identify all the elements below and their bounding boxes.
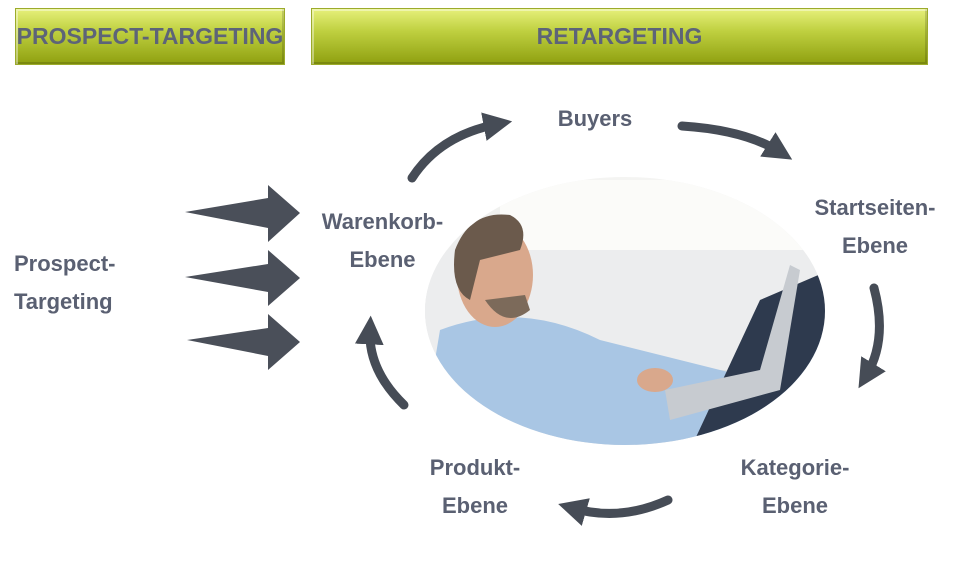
label-line: Prospect- <box>14 251 116 276</box>
label-line: Startseiten- <box>814 195 936 220</box>
label-line: Kategorie- <box>740 455 850 480</box>
label-buyers: Buyers <box>557 106 633 131</box>
arrow-kategorie-to-produkt <box>558 495 673 526</box>
photo-man-with-laptop <box>425 177 825 445</box>
arrow-buyers-to-startseiten <box>677 121 793 160</box>
prospect-arrow-2 <box>185 250 300 306</box>
retargeting-banner: RETARGETING <box>311 8 928 65</box>
label-prospect-targeting: Prospect- Targeting <box>14 245 115 321</box>
label-kategorie: Kategorie- Ebene <box>715 449 875 525</box>
label-line: Ebene <box>441 493 509 518</box>
label-warenkorb: Warenkorb- Ebene <box>300 203 465 279</box>
label-line: Ebene <box>349 247 416 272</box>
label-line: Ebene <box>841 233 909 258</box>
arrow-warenkorb-to-buyers <box>407 112 513 183</box>
cycle-arrows <box>354 112 886 526</box>
prospect-arrow-3 <box>187 314 300 370</box>
prospect-targeting-banner: PROSPECT-TARGETING <box>15 8 285 65</box>
prospect-arrow-1 <box>185 185 300 242</box>
label-line: Produkt- <box>429 455 521 480</box>
arrow-startseiten-to-kategorie <box>858 283 886 389</box>
label-line: Warenkorb- <box>321 209 444 234</box>
label-produkt: Produkt- Ebene <box>395 449 555 525</box>
arrow-produkt-to-warenkorb <box>354 315 409 410</box>
prospect-arrows <box>185 185 300 370</box>
label-line: Targeting <box>14 289 113 314</box>
label-line: Ebene <box>761 493 829 518</box>
label-startseiten: Startseiten- Ebene <box>795 189 955 265</box>
